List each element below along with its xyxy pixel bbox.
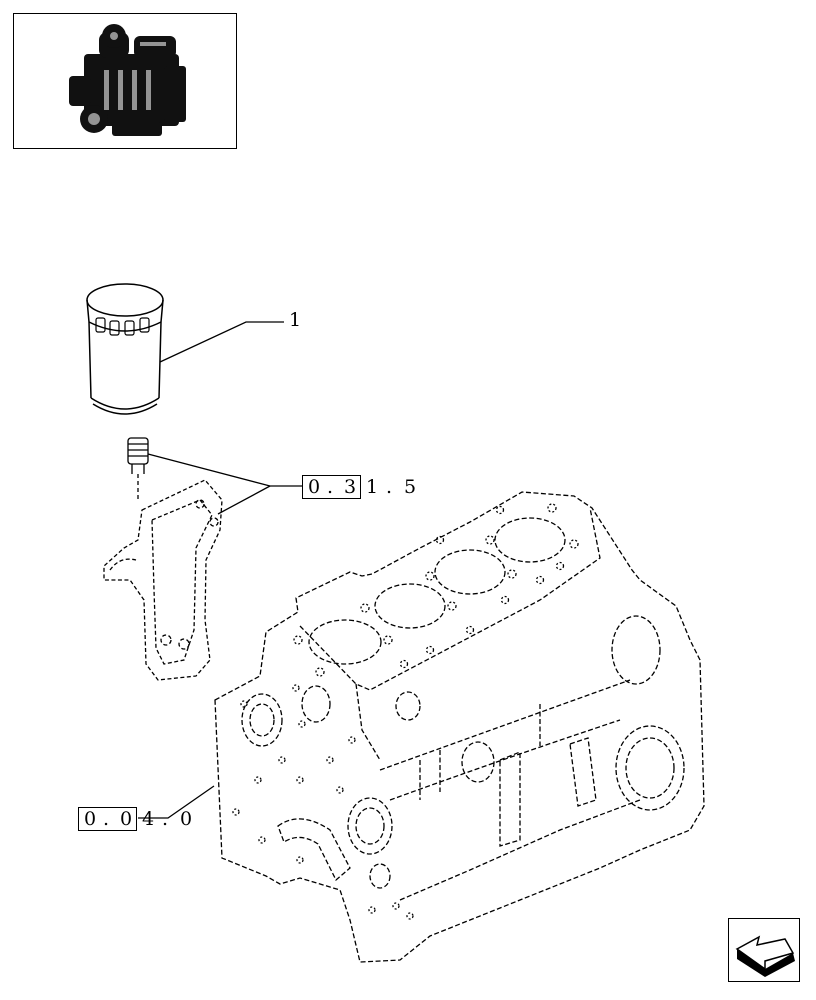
filter-head-icon [103,479,223,681]
reference-digit: 0 [180,808,193,830]
reference-box [302,475,361,499]
callout-item-1: 1 [289,309,302,331]
reference-digit: 3 [344,476,357,498]
reference-digit: 0 [120,808,133,830]
reference-box [78,807,137,831]
reference-dot: . [103,808,110,830]
next-page-button[interactable] [728,918,800,982]
threaded-nipple-icon [127,437,149,500]
engine-block-icon [214,491,705,963]
engine-thumbnail [13,13,237,149]
leader-lines [138,321,302,819]
reference-digit: 5 [404,476,417,498]
oil-filter-icon [86,283,164,415]
reference-digit: 1 [366,476,379,498]
reference-dot: . [327,476,334,498]
reference-digit: 0 [84,808,97,830]
next-page-arrow-icon [735,935,795,977]
reference-dot: . [162,808,169,830]
reference-dot: . [386,476,393,498]
reference-digit: 0 [308,476,321,498]
reference-digit: 4 [142,808,155,830]
engine-thumbnail-icon [69,24,186,136]
